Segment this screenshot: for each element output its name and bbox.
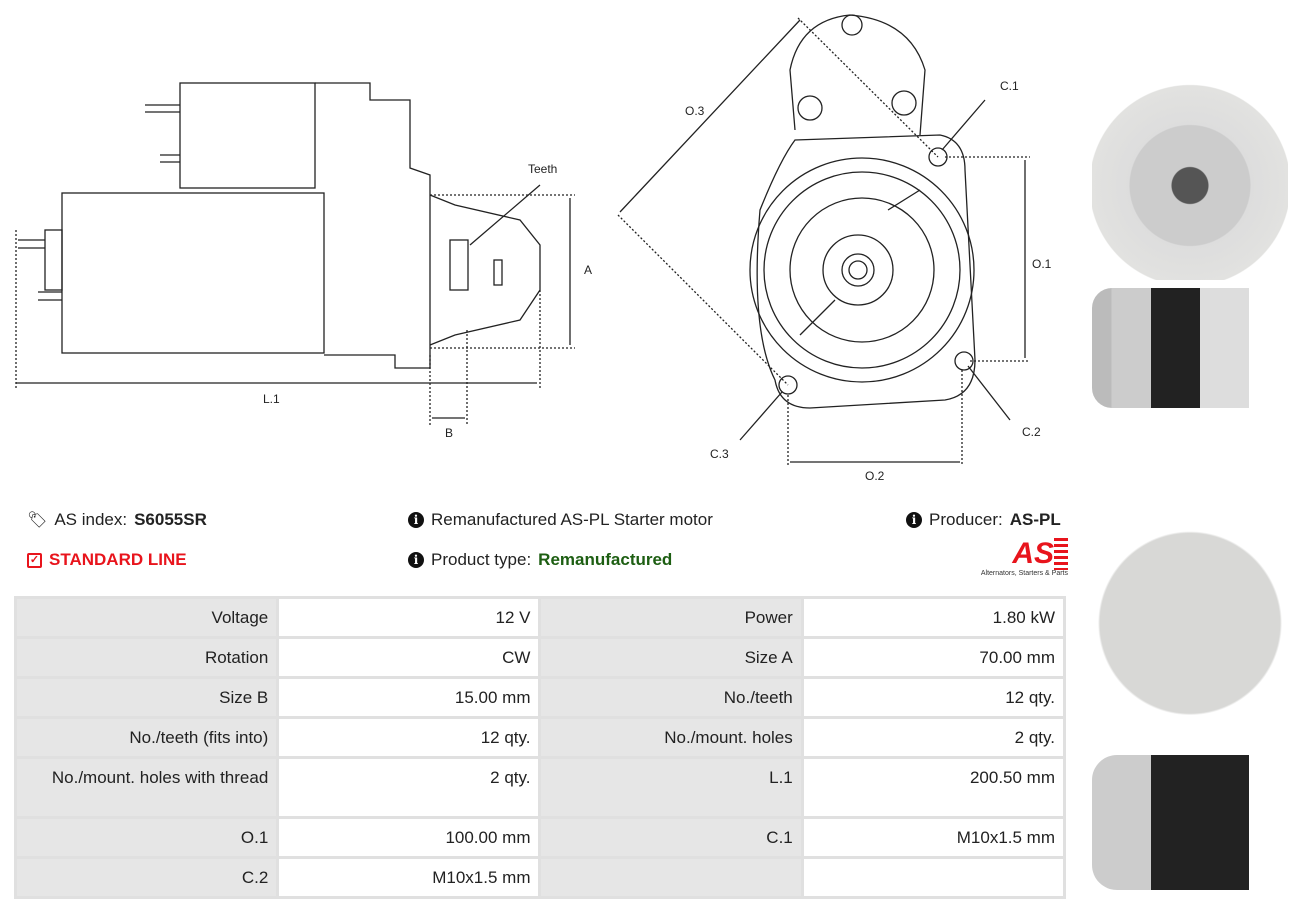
spec-value: 1.80 kW (800, 596, 1067, 639)
product-type: i Product type: Remanufactured (408, 550, 672, 570)
spec-label (538, 856, 804, 899)
spec-label: Rotation (13, 636, 280, 679)
spec-value: M10x1.5 mm (800, 816, 1067, 859)
spec-label: C.2 (13, 856, 280, 899)
spec-value: 200.50 mm (800, 756, 1067, 819)
checkbox-icon: ✓ (27, 552, 42, 568)
info-icon: i (906, 512, 922, 528)
label-l1: L.1 (263, 392, 280, 406)
front-view-drawing: O.3 C.1 O.1 C.2 C.3 O.2 (617, 14, 1052, 483)
spec-label: No./teeth (538, 676, 804, 719)
standard-line-badge: ✓ STANDARD LINE (27, 550, 187, 570)
product-photo-rear[interactable] (1095, 425, 1285, 730)
spec-value: CW (276, 636, 542, 679)
description: i Remanufactured AS-PL Starter motor (408, 510, 713, 530)
label-a: A (584, 263, 592, 277)
label-b: B (445, 426, 453, 440)
product-photo-side[interactable] (1092, 288, 1288, 408)
spec-value: 12 qty. (276, 716, 542, 759)
product-photo-front[interactable] (1092, 10, 1288, 280)
as-index: 🏷 AS index: S6055SR (27, 510, 207, 529)
spec-label: Voltage (13, 596, 280, 639)
label-o3: O.3 (685, 104, 705, 118)
side-view-drawing: Teeth A L.1 B (15, 82, 592, 440)
spec-value: M10x1.5 mm (276, 856, 542, 899)
as-logo: AS Alternators, Starters & Parts (966, 538, 1068, 577)
spec-value: 70.00 mm (800, 636, 1067, 679)
spec-value: 2 qty. (276, 756, 542, 819)
spec-label: Size A (538, 636, 804, 679)
label-c1: C.1 (1000, 79, 1019, 93)
label-c2: C.2 (1022, 425, 1041, 439)
info-icon: i (408, 512, 424, 528)
label-c3: C.3 (710, 447, 729, 461)
producer: i Producer: AS-PL (906, 510, 1061, 530)
spec-value: 100.00 mm (276, 816, 542, 859)
spec-label: No./mount. holes (538, 716, 804, 759)
label-teeth: Teeth (528, 162, 557, 176)
as-index-value: S6055SR (134, 510, 207, 529)
spec-value (800, 856, 1067, 899)
product-photo-angle[interactable] (1092, 755, 1288, 890)
spec-label: C.1 (538, 816, 804, 859)
spec-label: Power (538, 596, 804, 639)
spec-row: No./teeth (fits into)12 qty.No./mount. h… (13, 716, 1067, 759)
spec-value: 2 qty. (800, 716, 1067, 759)
spec-value: 15.00 mm (276, 676, 542, 719)
tags-icon: 🏷 (27, 512, 48, 529)
spec-value: 12 V (276, 596, 542, 639)
spec-label: O.1 (13, 816, 280, 859)
label-o2: O.2 (865, 469, 885, 483)
info-icon: i (408, 552, 424, 568)
label-o1: O.1 (1032, 257, 1052, 271)
spec-label: L.1 (538, 756, 804, 819)
spec-label: No./teeth (fits into) (13, 716, 280, 759)
spec-label: Size B (13, 676, 280, 719)
spec-label: No./mount. holes with thread (13, 756, 280, 819)
spec-value: 12 qty. (800, 676, 1067, 719)
